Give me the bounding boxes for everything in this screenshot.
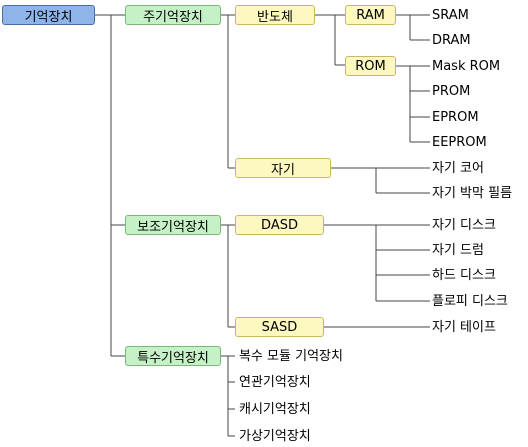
leaf-associative-memory: 연관기억장치 xyxy=(239,375,311,390)
node-sasd: SASD xyxy=(235,317,324,337)
leaf-mask-rom: Mask ROM xyxy=(432,59,501,74)
leaf-cache-memory: 캐시기억장치 xyxy=(239,402,311,417)
node-memory-device: 기억장치 xyxy=(2,5,95,25)
leaf-eprom: EPROM xyxy=(432,110,479,125)
node-magnetic: 자기 xyxy=(235,158,331,178)
leaf-prom: PROM xyxy=(432,84,471,99)
node-special-memory: 특수기억장치 xyxy=(125,346,221,366)
leaf-magnetic-tape: 자기 테이프 xyxy=(432,320,496,335)
leaf-magnetic-disk: 자기 디스크 xyxy=(432,218,496,233)
leaf-sram: SRAM xyxy=(432,8,469,23)
leaf-dram: DRAM xyxy=(432,33,471,48)
leaf-multi-module-memory: 복수 모듈 기억장치 xyxy=(239,349,343,364)
node-ram: RAM xyxy=(345,5,396,25)
node-main-memory: 주기억장치 xyxy=(125,5,221,25)
leaf-magnetic-core: 자기 코어 xyxy=(432,161,484,176)
node-dasd: DASD xyxy=(235,215,324,235)
node-auxiliary-memory: 보조기억장치 xyxy=(125,215,221,235)
node-rom: ROM xyxy=(345,56,396,76)
leaf-magnetic-thin-film: 자기 박막 필름 xyxy=(432,186,513,201)
leaf-virtual-memory: 가상기억장치 xyxy=(239,429,311,444)
leaf-magnetic-drum: 자기 드럼 xyxy=(432,243,484,258)
leaf-floppy-disk: 플로피 디스크 xyxy=(432,294,508,309)
leaf-eeprom: EEPROM xyxy=(432,135,487,150)
node-semiconductor: 반도체 xyxy=(235,5,315,25)
leaf-hard-disk: 하드 디스크 xyxy=(432,268,496,283)
